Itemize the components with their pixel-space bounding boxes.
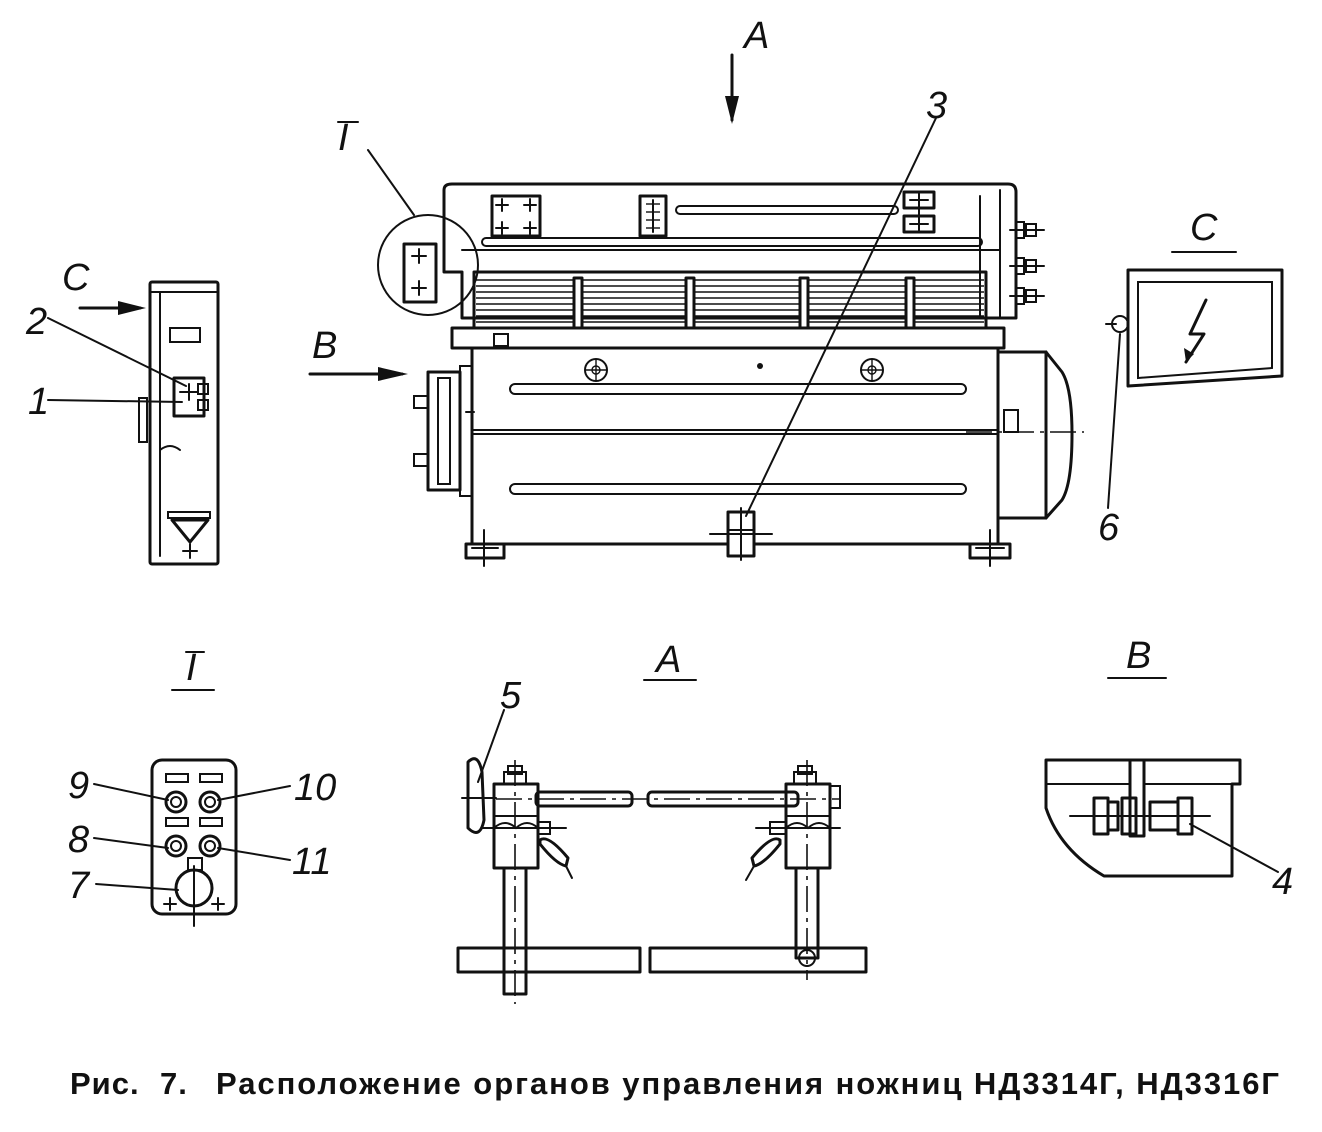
callout-8: 8 (68, 819, 89, 861)
detail-i-mark: I (338, 117, 349, 159)
leader-2 (47, 317, 187, 387)
fan-vent-right (860, 358, 884, 382)
section-c-title: С (1190, 207, 1218, 249)
view-c-arrow (78, 301, 146, 315)
section-b-title: В (1126, 635, 1151, 677)
detail-i-circle (367, 149, 479, 316)
callout-7: 7 (68, 865, 91, 907)
callout-11: 11 (292, 841, 331, 883)
section-c-panel (1105, 268, 1284, 388)
leader-7 (95, 883, 179, 891)
callout-5: 5 (500, 675, 522, 717)
callout-9: 9 (68, 765, 89, 807)
callout-1: 1 (28, 381, 49, 423)
motor (966, 350, 1084, 520)
section-a-title: А (654, 639, 681, 681)
callout-3: 3 (926, 85, 947, 127)
caption-text: Расположение органов управления ножниц Н… (216, 1066, 1280, 1101)
side-valves (1009, 221, 1045, 305)
view-b-detail (1044, 758, 1242, 878)
view-b-arrow (308, 367, 408, 381)
view-c-arrow-label: С (62, 257, 90, 299)
button-8 (164, 834, 188, 858)
leader-6 (1107, 333, 1121, 509)
callout-10: 10 (294, 767, 336, 809)
leader-11 (217, 847, 291, 861)
flywheel (413, 365, 475, 497)
callout-4: 4 (1272, 861, 1293, 903)
callout-6: 6 (1098, 507, 1120, 549)
view-a-arrow-label: А (742, 15, 769, 57)
back-gauge-view-a (456, 757, 868, 1004)
high-voltage-icon (1184, 298, 1208, 364)
foot-pedal-3 (709, 507, 773, 561)
button-11 (198, 834, 222, 858)
caption-number: 7. (160, 1066, 188, 1101)
handwheel-5 (466, 757, 486, 834)
leader-8 (93, 837, 169, 849)
section-i-title: I (186, 647, 197, 689)
view-b-arrow-label: В (312, 325, 337, 367)
leader-5 (477, 709, 505, 783)
control-panel-i (150, 758, 238, 927)
fan-vent-left (584, 358, 608, 382)
leader-1 (47, 399, 183, 403)
caption-prefix: Рис. (70, 1066, 140, 1101)
shears-front-view (367, 149, 1084, 567)
guard-grill (476, 279, 984, 323)
button-9 (164, 790, 188, 814)
view-a-arrow (725, 53, 739, 124)
button-10 (198, 790, 222, 814)
leader-4 (1189, 823, 1279, 873)
callout-2: 2 (25, 301, 47, 343)
side-cabinet (138, 280, 220, 566)
leader-9 (93, 783, 169, 801)
leader-3 (745, 117, 937, 517)
leader-10 (217, 785, 291, 801)
